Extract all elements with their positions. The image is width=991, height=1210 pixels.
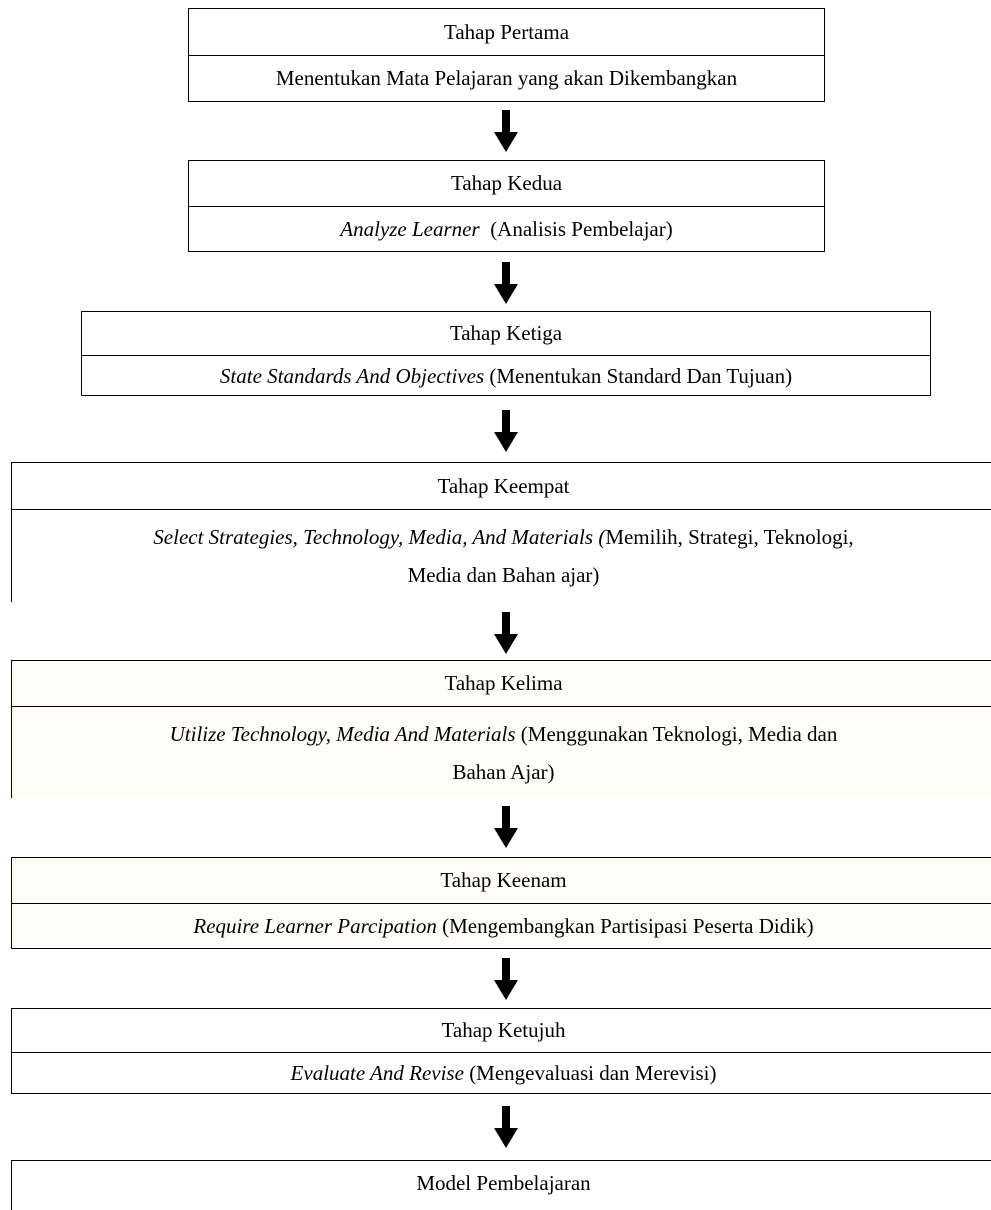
stage-4-description-text-line2: Media dan Bahan ajar) <box>407 563 600 587</box>
down-arrow-icon <box>494 410 518 452</box>
stage-5-box: Tahap Kelima Utilize Technology, Media A… <box>11 660 991 798</box>
final-box: Model Pembelajaran <box>11 1160 991 1210</box>
stage-6-description: Require Learner Parcipation (Mengembangk… <box>12 903 991 948</box>
stage-5-description-text-line2: Bahan Ajar) <box>452 760 555 784</box>
stage-4-description-english: Select Strategies, Technology, Media, An… <box>153 525 606 549</box>
stage-7-description-english: Evaluate And Revise <box>290 1060 464 1085</box>
stage-3-box: Tahap Ketiga State Standards And Objecti… <box>81 311 931 396</box>
stage-3-description-english: State Standards And Objectives <box>219 363 485 388</box>
stage-4-description-text: Memilih, Strategi, Teknologi, <box>605 525 854 549</box>
stage-5-description-english: Utilize Technology, Media And Materials <box>169 722 516 746</box>
stage-7-title: Tahap Ketujuh <box>441 1018 566 1042</box>
stage-2-description-english: Analyze Learner <box>340 216 480 241</box>
stage-6-description-english: Require Learner Parcipation <box>193 913 437 938</box>
down-arrow-icon <box>494 110 518 152</box>
stage-1-box: Tahap Pertama Menentukan Mata Pelajaran … <box>188 8 825 102</box>
down-arrow-icon <box>494 806 518 848</box>
down-arrow-icon <box>494 262 518 304</box>
stage-4-box: Tahap Keempat Select Strategies, Technol… <box>11 462 991 602</box>
stage-6-title: Tahap Keenam <box>440 868 567 892</box>
stage-2-title: Tahap Kedua <box>450 171 563 195</box>
stage-7-description: Evaluate And Revise (Mengevaluasi dan Me… <box>12 1052 991 1093</box>
stage-7-description-text: (Mengevaluasi dan Merevisi) <box>469 1060 717 1085</box>
stage-2-box: Tahap Kedua Analyze Learner (Analisis Pe… <box>188 160 825 252</box>
stage-3-title: Tahap Ketiga <box>449 321 563 345</box>
stage-3-description: State Standards And Objectives (Menentuk… <box>82 355 930 396</box>
down-arrow-icon <box>494 1106 518 1148</box>
stage-2-description: Analyze Learner (Analisis Pembelajar) <box>189 206 824 251</box>
down-arrow-icon <box>494 958 518 1000</box>
stage-1-description-text: Menentukan Mata Pelajaran yang akan Dike… <box>275 66 738 90</box>
final-title: Model Pembelajaran <box>416 1170 591 1195</box>
down-arrow-icon <box>494 612 518 654</box>
stage-5-description-text: (Menggunakan Teknologi, Media dan <box>520 722 838 746</box>
stage-4-description: Select Strategies, Technology, Media, An… <box>12 509 991 602</box>
stage-1-title: Tahap Pertama <box>443 19 570 44</box>
stage-3-description-text: (Menentukan Standard Dan Tujuan) <box>489 363 793 388</box>
stage-5-title: Tahap Kelima <box>444 671 563 695</box>
stage-4-title: Tahap Keempat <box>437 473 570 498</box>
stage-6-description-text: (Mengembangkan Partisipasi Peserta Didik… <box>442 913 814 938</box>
stage-6-box: Tahap Keenam Require Learner Parcipation… <box>11 857 991 949</box>
stage-1-description: Menentukan Mata Pelajaran yang akan Dike… <box>189 55 824 101</box>
stage-2-description-text: (Analisis Pembelajar) <box>490 216 673 241</box>
stage-7-box: Tahap Ketujuh Evaluate And Revise (Menge… <box>11 1008 991 1094</box>
stage-5-description: Utilize Technology, Media And Materials … <box>12 706 991 798</box>
